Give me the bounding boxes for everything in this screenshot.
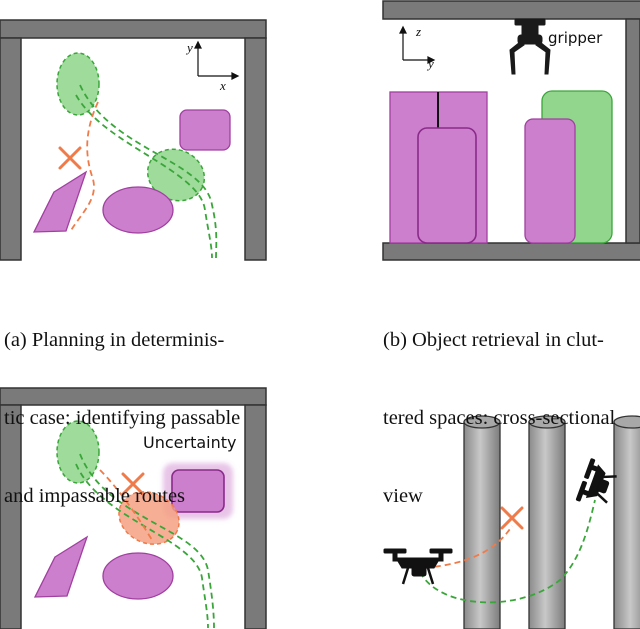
cross-icon — [58, 146, 82, 170]
caption-line: tic case: identifying passable — [4, 407, 241, 429]
route-green — [75, 453, 215, 629]
route-orange — [99, 469, 153, 541]
caption-b: (b) Object retrieval in clut- tered spac… — [383, 275, 640, 535]
panel-c: Uncertainty — [0, 387, 267, 629]
panel-d — [383, 415, 640, 629]
gripper-icon — [509, 18, 551, 75]
shelf — [382, 0, 640, 261]
purple-object — [417, 127, 477, 244]
room-walls-c — [0, 387, 267, 629]
axis-label-y: y — [426, 56, 434, 71]
purple-box — [171, 469, 225, 513]
caption-line: and impassable routes — [4, 485, 186, 507]
cross-icon — [500, 506, 524, 530]
orange-zone — [118, 491, 180, 545]
purple-ellipse — [102, 186, 174, 234]
uncertainty-label: Uncertainty — [143, 433, 236, 452]
caption-line: (a) Planning in determinis- — [4, 329, 225, 351]
route-orange — [424, 525, 513, 569]
drone-icon — [383, 548, 453, 585]
axis-label-y: y — [185, 40, 193, 55]
panel-a: y x — [0, 19, 267, 261]
purple-rhombus — [33, 535, 89, 598]
axis-label-z: z — [415, 24, 421, 39]
cross-icon — [121, 472, 145, 496]
purple-ellipse — [102, 552, 174, 600]
axes-icon: z y — [399, 24, 436, 71]
route-orange — [69, 101, 99, 233]
gripper-label: gripper — [548, 29, 603, 47]
caption-a: (a) Planning in determinis- tic case: id… — [4, 275, 270, 535]
axes-icon: y x — [185, 40, 240, 93]
axis-label-x: x — [219, 78, 226, 93]
caption-line: (b) Object retrieval in clut- — [383, 329, 604, 351]
route-green — [75, 84, 218, 259]
purple-box — [179, 109, 231, 151]
purple-object-right — [524, 118, 576, 244]
drone-icon — [575, 458, 617, 504]
caption-line: tered spaces: cross-sectional — [383, 407, 616, 429]
green-zone — [56, 52, 100, 116]
purple-rhombus — [32, 170, 88, 233]
panel-b: z y gripper — [382, 0, 640, 261]
pillar — [613, 415, 640, 629]
green-zone — [56, 420, 100, 484]
caption-line: view — [383, 485, 423, 507]
route-green — [419, 499, 596, 604]
room-walls-a — [0, 19, 267, 261]
pillar — [463, 415, 501, 629]
